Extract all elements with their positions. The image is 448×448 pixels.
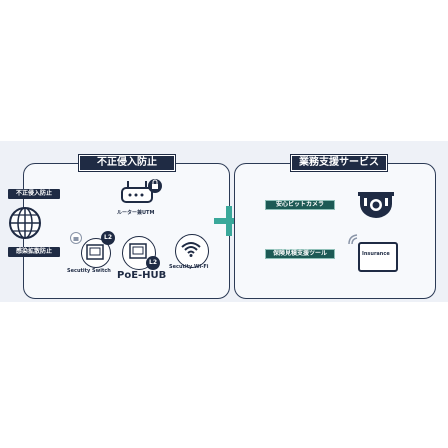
business-panel xyxy=(234,163,436,299)
infection-tag: 感染拡散防止 xyxy=(8,247,60,257)
security-panel xyxy=(23,163,230,299)
insurance-label: Insurance xyxy=(362,251,390,257)
wifi-label: Secutity Wi-Fi xyxy=(169,264,209,270)
insurance-tool-tag: 保険見積支援ツール xyxy=(265,249,335,259)
router-label: ルーター兼UTM xyxy=(117,210,155,216)
security-panel-title: 不正侵入防止 xyxy=(78,154,176,172)
plus-icon xyxy=(214,206,244,236)
camera-icon xyxy=(358,192,394,218)
intrusion-tag: 不正侵入防止 xyxy=(8,189,60,199)
l2-badge-b: L2 xyxy=(146,256,160,270)
tablet-icon: Insurance xyxy=(358,242,398,272)
switch-label: Secutity Switch xyxy=(67,268,111,274)
l2-badge-a: L2 xyxy=(101,231,115,245)
globe-icon xyxy=(9,207,41,239)
wifi-icon xyxy=(181,242,201,257)
camera-tag: 安心ビットカメラ xyxy=(265,200,335,210)
wifi-circle xyxy=(175,234,209,268)
lock-icon xyxy=(70,232,82,244)
router-icon xyxy=(121,179,162,203)
poe-hub-icon xyxy=(129,243,147,259)
switch-icon xyxy=(86,244,104,260)
poe-hub-label: PoE-HUB xyxy=(117,270,167,281)
signal-icon xyxy=(348,234,358,245)
business-panel-title: 業務支援サービス xyxy=(290,154,388,172)
